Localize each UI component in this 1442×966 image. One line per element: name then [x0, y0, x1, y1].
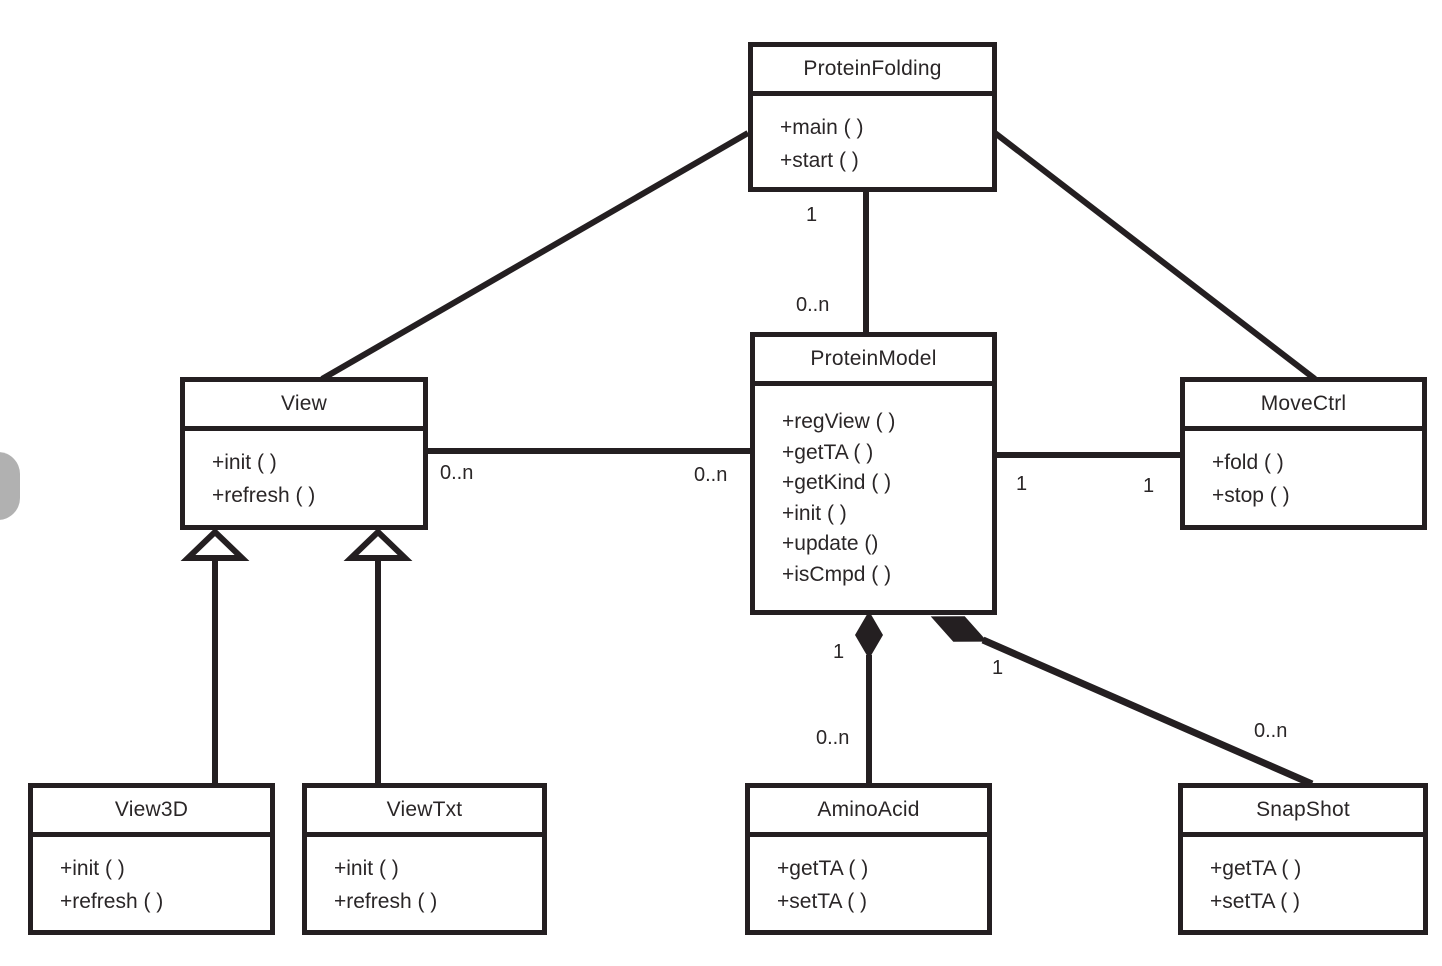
- class-name-movectrl: MoveCtrl: [1185, 382, 1422, 431]
- method: +setTA ( ): [777, 890, 868, 913]
- class-methods-proteinmodel: +regView ( ) +getTA ( ) +getKind ( ) +in…: [755, 386, 992, 590]
- method: +fold ( ): [1212, 451, 1284, 474]
- class-name-snapshot: SnapShot: [1183, 788, 1423, 837]
- multiplicity-proteinmodel-right-1: 1: [1016, 473, 1028, 495]
- method: +getKind ( ): [782, 471, 892, 494]
- method: +getTA ( ): [782, 440, 874, 464]
- generalization-arrow-viewtxt: [343, 527, 413, 561]
- class-name-aminoacid: AminoAcid: [750, 788, 987, 837]
- class-box-proteinfolding: ProteinFolding +main ( ) +start ( ): [748, 42, 997, 192]
- class-name-view: View: [185, 382, 423, 431]
- association-proteinfolding-movectrl: [993, 130, 1317, 382]
- method: +init ( ): [782, 501, 847, 525]
- method: +refresh ( ): [212, 484, 316, 507]
- composition-diamond-snapshot: [930, 616, 988, 642]
- composition-diamond-aminoacid: [855, 611, 883, 659]
- method: +regView ( ): [782, 410, 896, 433]
- method: +setTA ( ): [1210, 890, 1301, 913]
- class-methods-snapshot: +getTA ( ) +setTA ( ): [1183, 837, 1423, 918]
- generalization-arrow-view3d: [180, 527, 250, 561]
- multiplicity-view-0n: 0..n: [440, 462, 474, 484]
- class-name-view3d: View3D: [33, 788, 270, 837]
- method: +init ( ): [334, 857, 399, 880]
- class-box-snapshot: SnapShot +getTA ( ) +setTA ( ): [1178, 783, 1428, 935]
- method: +main ( ): [780, 116, 864, 139]
- method: +getTA ( ): [777, 857, 869, 880]
- multiplicity-proteinmodel-left-0n: 0..n: [694, 464, 728, 486]
- class-name-proteinmodel: ProteinModel: [755, 337, 992, 386]
- class-box-viewtxt: ViewTxt +init ( ) +refresh ( ): [302, 783, 547, 935]
- composition-line-snapshot: [981, 636, 1314, 788]
- multiplicity-snapshot-whole-1: 1: [992, 657, 1004, 679]
- multiplicity-aminoacid-0n: 0..n: [816, 727, 850, 749]
- class-methods-aminoacid: +getTA ( ) +setTA ( ): [750, 837, 987, 918]
- method: +init ( ): [212, 451, 277, 474]
- method: +stop ( ): [1212, 484, 1290, 507]
- method: +start ( ): [780, 149, 859, 172]
- class-name-viewtxt: ViewTxt: [307, 788, 542, 837]
- multiplicity-aminoacid-whole-1: 1: [833, 641, 845, 663]
- class-box-proteinmodel: ProteinModel +regView ( ) +getTA ( ) +ge…: [750, 332, 997, 615]
- method: +update (): [782, 532, 879, 555]
- method: +isCmpd ( ): [782, 562, 892, 586]
- class-methods-proteinfolding: +main ( ) +start ( ): [753, 96, 992, 177]
- class-box-movectrl: MoveCtrl +fold ( ) +stop ( ): [1180, 377, 1427, 530]
- class-methods-view3d: +init ( ) +refresh ( ): [33, 837, 270, 918]
- edge-scroll-widget: [0, 452, 20, 520]
- class-methods-view: +init ( ) +refresh ( ): [185, 431, 423, 512]
- method: +refresh ( ): [60, 890, 164, 913]
- multiplicity-proteinfolding-1: 1: [806, 204, 818, 226]
- method: +init ( ): [60, 857, 125, 880]
- class-box-aminoacid: AminoAcid +getTA ( ) +setTA ( ): [745, 783, 992, 935]
- multiplicity-proteinmodel-0n: 0..n: [796, 294, 830, 316]
- association-proteinfolding-view: [320, 130, 750, 382]
- method: +refresh ( ): [334, 890, 438, 913]
- multiplicity-movectrl-1: 1: [1143, 475, 1155, 497]
- multiplicity-snapshot-0n: 0..n: [1254, 720, 1288, 742]
- class-box-view3d: View3D +init ( ) +refresh ( ): [28, 783, 275, 935]
- method: +getTA ( ): [1210, 857, 1302, 880]
- class-name-proteinfolding: ProteinFolding: [753, 47, 992, 96]
- class-box-view: View +init ( ) +refresh ( ): [180, 377, 428, 530]
- class-methods-movectrl: +fold ( ) +stop ( ): [1185, 431, 1422, 512]
- class-methods-viewtxt: +init ( ) +refresh ( ): [307, 837, 542, 918]
